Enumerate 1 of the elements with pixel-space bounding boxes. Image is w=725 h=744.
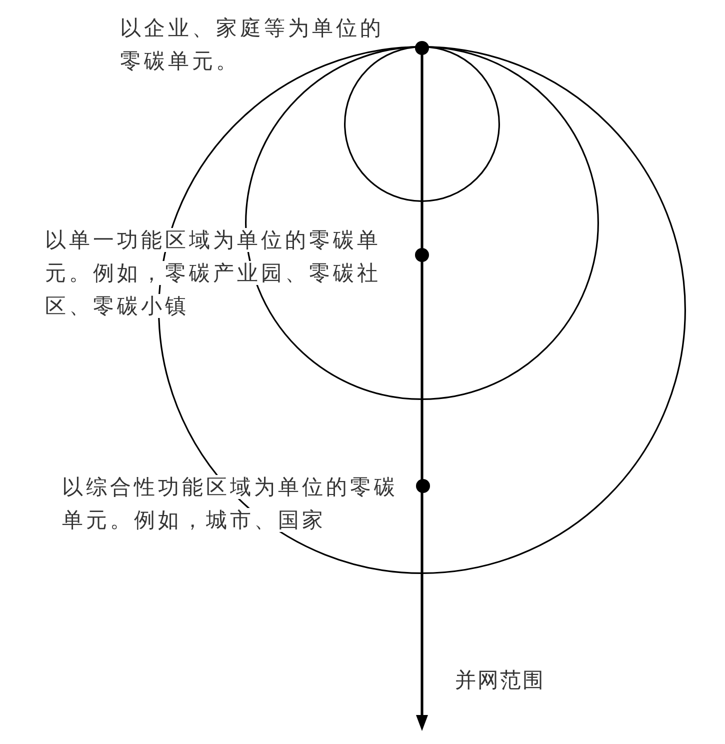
scope-circle	[344, 46, 500, 202]
